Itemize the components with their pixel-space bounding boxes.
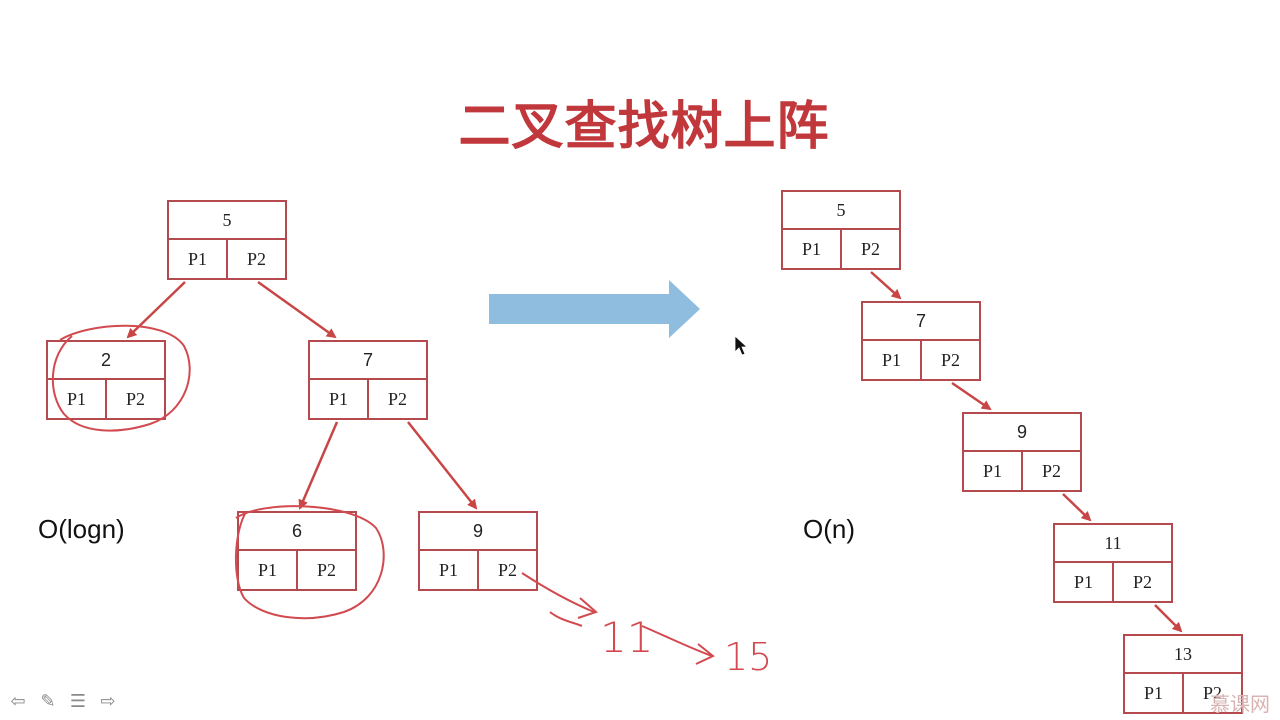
tree-node: 9 P1 P2	[962, 412, 1082, 492]
node-pointer-left: P1	[169, 240, 228, 278]
handdrawn-arrow-1	[521, 572, 595, 613]
mouse-cursor-icon	[734, 335, 749, 356]
node-key: 6	[239, 513, 355, 551]
watermark-logo: 慕课网	[1210, 692, 1270, 716]
node-key: 5	[783, 192, 899, 230]
tree-node: 7 P1 P2	[861, 301, 981, 381]
node-pointer-right: P2	[497, 560, 517, 580]
node-pointer-right: P2	[1041, 461, 1061, 481]
tree-node: 5 P1 P2	[167, 200, 287, 280]
tree-node: 11 P1 P2	[1053, 523, 1173, 603]
slide-title: 二叉查找树上阵	[458, 97, 830, 157]
node-key: 7	[863, 303, 979, 341]
handwritten-11: 11	[600, 613, 653, 662]
edge-9-to-11-right	[1062, 493, 1092, 522]
handdrawn-arrow-2	[641, 625, 713, 657]
node-pointer-left: P1	[310, 380, 369, 418]
complexity-label-n: O(n)	[803, 514, 855, 544]
edge-11-to-13-right	[1154, 604, 1183, 633]
handwritten-15: 15	[724, 635, 772, 679]
node-key: 9	[420, 513, 536, 551]
node-pointer-left: P1	[1125, 674, 1184, 712]
node-pointer-left: P1	[1055, 563, 1114, 601]
node-pointer-left: P1	[964, 452, 1023, 490]
node-pointer-left: P1	[863, 341, 922, 379]
node-pointer-right: P2	[940, 350, 960, 370]
node-pointer-right: P2	[246, 249, 266, 269]
node-pointer-right: P2	[316, 560, 336, 580]
transform-arrow	[489, 280, 700, 338]
handdrawn-circle-node-2	[51, 324, 191, 432]
handdrawn-circle-node-6	[235, 505, 385, 620]
node-pointer-right: P2	[1132, 572, 1152, 592]
tree-node: 6 P1 P2	[237, 511, 357, 591]
tree-node: 7 P1 P2	[308, 340, 428, 420]
node-pointer-right: P2	[387, 389, 407, 409]
node-key: 9	[964, 414, 1080, 452]
node-pointer-left: P1	[420, 551, 479, 589]
prev-slide-icon[interactable]: ⇦	[10, 691, 26, 712]
node-pointer-left: P1	[783, 230, 842, 268]
pen-icon[interactable]: ✎	[40, 691, 56, 712]
handdrawn-arrow-from-11	[549, 611, 583, 627]
tree-node: 13 P1 P2	[1123, 634, 1243, 714]
node-key: 5	[169, 202, 285, 240]
node-key: 13	[1125, 636, 1241, 674]
node-pointer-left: P1	[48, 380, 107, 418]
complexity-label-logn: O(logn)	[38, 514, 125, 544]
node-key: 2	[48, 342, 164, 380]
edge-7-to-9	[407, 421, 478, 510]
slide-toolbar: ⇦ ✎ ☰ ⇨	[6, 690, 120, 714]
handdrawn-arrowhead-2	[695, 643, 715, 665]
edge-5-to-2	[126, 281, 186, 339]
edge-5-to-7-right	[870, 271, 902, 300]
next-slide-icon[interactable]: ⇨	[100, 691, 116, 712]
node-key: 11	[1055, 525, 1171, 563]
tree-node: 5 P1 P2	[781, 190, 901, 270]
edge-7-to-9-right	[951, 381, 992, 411]
edge-7-to-6	[298, 421, 339, 510]
edge-5-to-7	[257, 280, 337, 339]
handdrawn-arrowhead-1	[577, 597, 598, 619]
node-pointer-right: P2	[1202, 683, 1222, 703]
node-pointer-left: P1	[239, 551, 298, 589]
tree-node: 9 P1 P2	[418, 511, 538, 591]
node-key: 7	[310, 342, 426, 380]
node-pointer-right: P2	[125, 389, 145, 409]
menu-icon[interactable]: ☰	[69, 691, 87, 712]
tree-node: 2 P1 P2	[46, 340, 166, 420]
node-pointer-right: P2	[860, 239, 880, 259]
